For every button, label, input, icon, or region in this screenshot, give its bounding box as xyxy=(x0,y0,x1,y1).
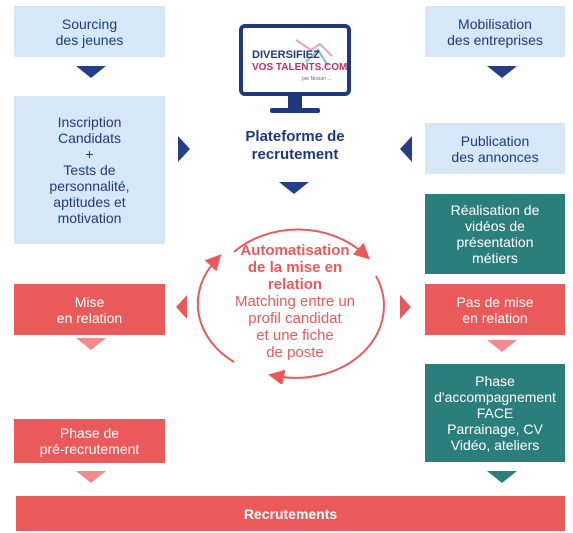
publication-box: Publication des annonces xyxy=(425,123,565,174)
sourcing-box: Sourcing des jeunes xyxy=(14,6,165,57)
monitor-icon: DIVERSIFIEZ VOS TALENTS.COM par Nissan .… xyxy=(239,24,351,113)
mise-relation-box: Mise en relation xyxy=(14,284,165,335)
pas-mise-relation-box: Pas de mise en relation xyxy=(425,284,565,335)
platform-monitor: DIVERSIFIEZ VOS TALENTS.COM par Nissan .… xyxy=(236,22,354,120)
cycle-arrows-icon xyxy=(196,228,385,384)
pre-recrutement-box: Phase de pré-recrutement xyxy=(14,419,165,463)
arrow-left-icon xyxy=(176,295,187,319)
arrow-down-icon xyxy=(487,66,517,78)
logo-tagline: par Nissan ... xyxy=(302,76,331,82)
logo-line2: VOS TALENTS.COM xyxy=(252,62,347,73)
recrutements-bar: Recrutements xyxy=(16,496,565,531)
arrow-down-icon xyxy=(487,340,517,352)
mobilisation-box: Mobilisation des entreprises xyxy=(425,6,565,57)
arrow-down-icon xyxy=(76,471,106,483)
center-title: Automatisation de la mise en relation xyxy=(240,242,350,293)
arrow-down-icon xyxy=(487,471,517,483)
center-text: Automatisation de la mise en relation Ma… xyxy=(220,242,370,361)
arrow-right-icon xyxy=(400,295,411,319)
center-body: Matching entre un profil candidat et une… xyxy=(234,293,356,361)
inscription-box: Inscription Candidats + Tests de personn… xyxy=(14,96,165,244)
accompagnement-box: Phase d'accompagnement FACE Parrainage, … xyxy=(425,364,565,462)
platform-label: Plateforme de recrutement xyxy=(245,128,345,163)
arrow-right-icon xyxy=(178,136,190,162)
arrow-down-icon xyxy=(76,338,106,350)
arrow-down-icon xyxy=(76,66,106,78)
realisation-box: Réalisation de vidéos de présentation mé… xyxy=(425,194,565,274)
logo-line1: DIVERSIFIEZ xyxy=(252,49,320,61)
arrow-down-icon xyxy=(279,182,309,194)
arrow-left-icon xyxy=(400,136,412,162)
